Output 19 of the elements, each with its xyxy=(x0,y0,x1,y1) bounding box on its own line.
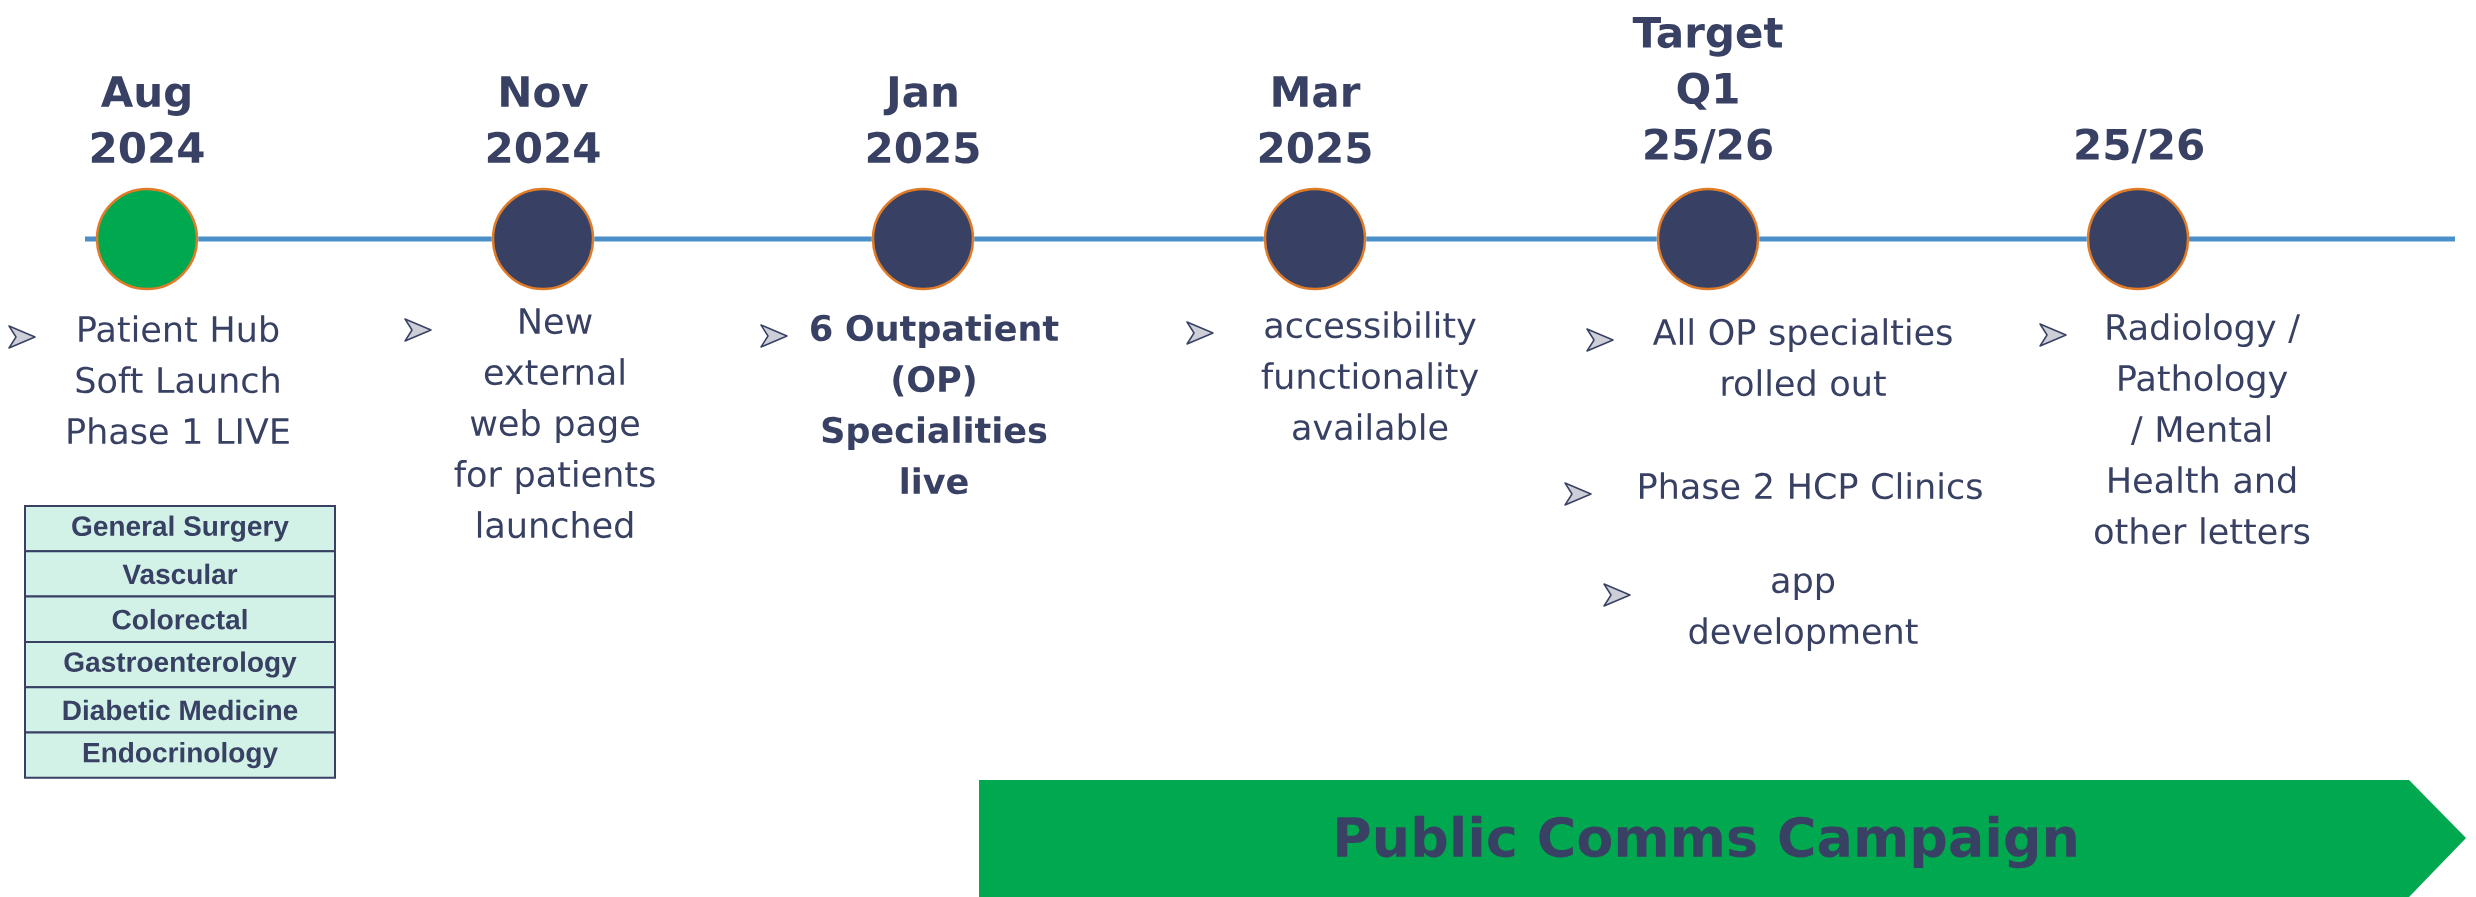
table-cell: Vascular xyxy=(24,550,336,598)
bullet-text: Phase 2 HCP Clinics xyxy=(1640,472,1982,500)
bullet-text: Patient Hub Soft Launch Phase 1 LIVE xyxy=(68,315,289,445)
bullet-text: Radiology / Pathology / Mental Health and other letters xyxy=(2095,313,2310,545)
timeline-line xyxy=(198,236,492,242)
table-cell: Endocrinology xyxy=(24,731,336,779)
bullet-text: app development xyxy=(1689,573,1918,652)
bullet-text: All OP specialties rolled out xyxy=(1652,318,1952,397)
bullet-text: 6 Outpatient (OP) Specialities live xyxy=(811,314,1059,495)
bullet-text: New external web page for patients launched xyxy=(454,308,655,539)
timeline-line xyxy=(1366,236,1657,242)
table-cell: Gastroenterology xyxy=(24,640,336,689)
timeline-line xyxy=(1759,236,2087,242)
timeline-line xyxy=(594,236,872,242)
timeline-line xyxy=(974,236,1264,242)
table-cell: Diabetic Medicine xyxy=(24,686,336,734)
bullet-text: accessibility functionality available xyxy=(1261,311,1479,441)
table-cell: General Surgery xyxy=(24,505,336,553)
table-cell: Colorectal xyxy=(24,595,336,643)
